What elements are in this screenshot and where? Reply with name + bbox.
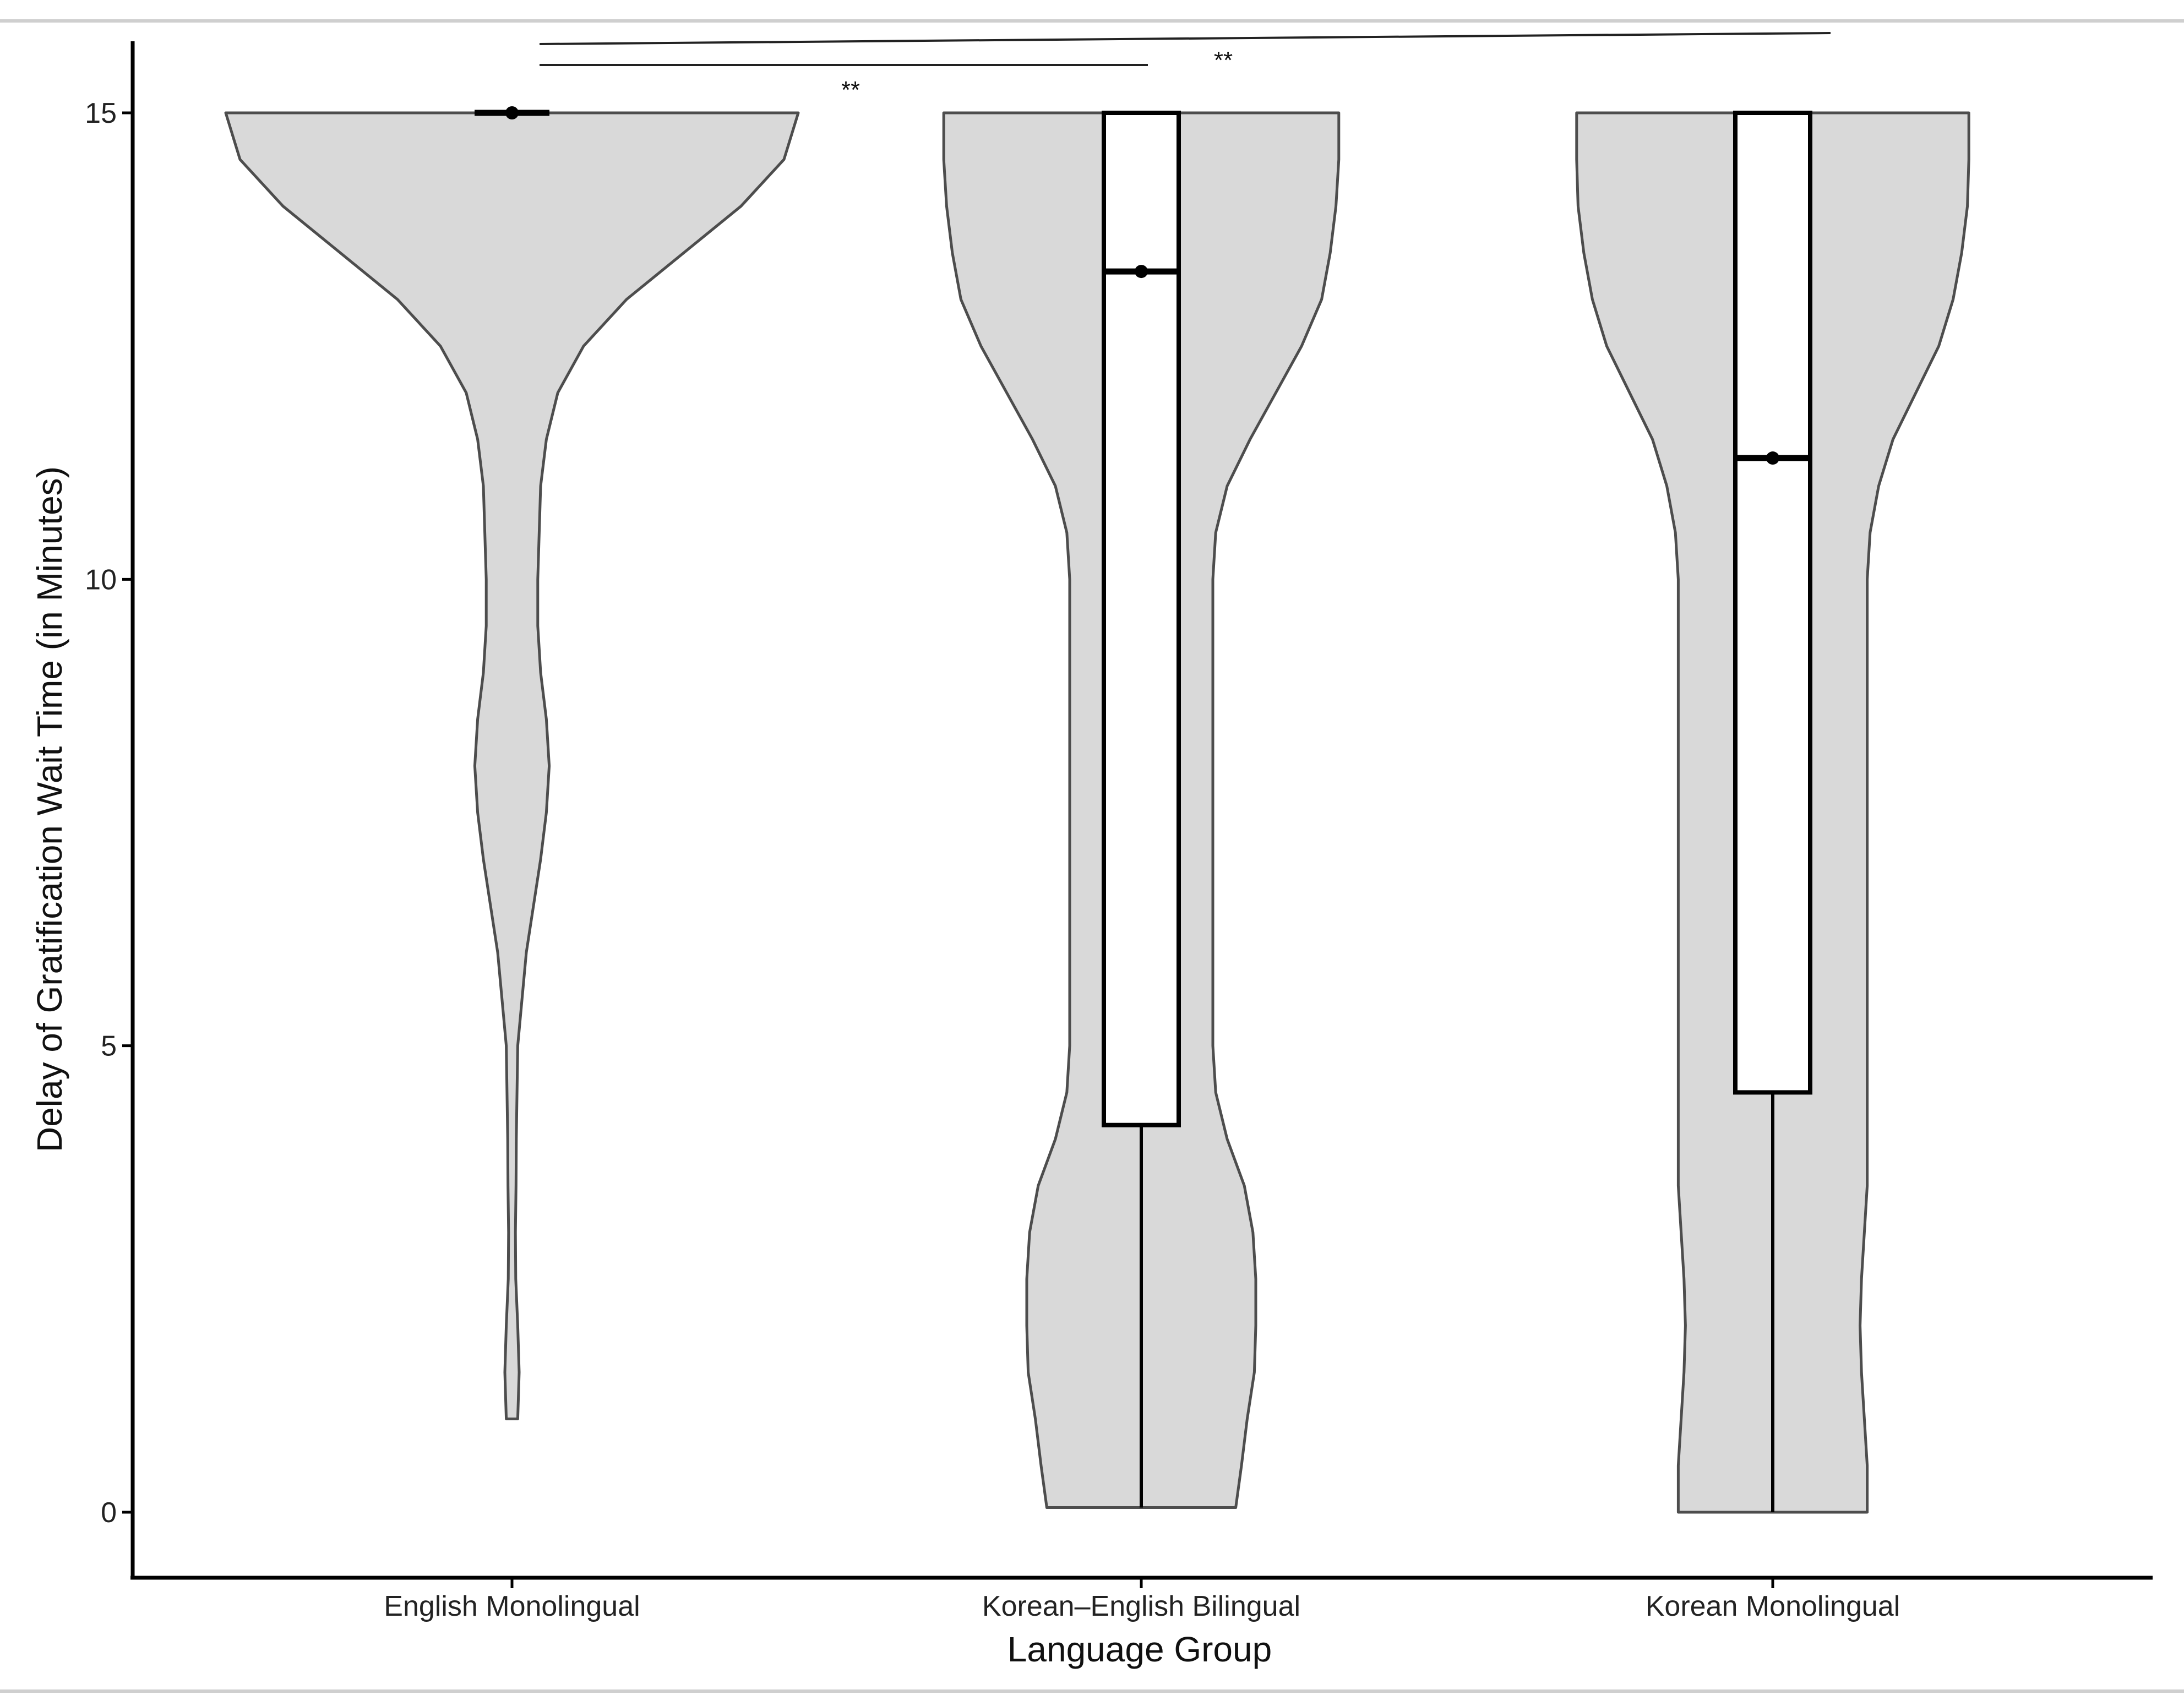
x-tick-label-0: English Monolingual [384,1590,640,1622]
y-axis-title: Delay of Gratification Wait Time (in Min… [30,466,69,1152]
significance-brackets: ** ** [539,32,1831,103]
box-korean-monolingual [1733,111,1812,1095]
median-point-korean-monolingual [1766,451,1779,465]
y-tick-label-15: 15 [85,97,117,129]
x-axis-title: Language Group [1007,1629,1272,1669]
violin-english-monolingual [224,111,800,1420]
median-point-korean-english-bilingual [1135,265,1148,279]
median-point-english-monolingual [505,106,519,119]
y-tick-label-0: 0 [101,1497,117,1529]
x-tick-label-1: Korean–English Bilingual [982,1590,1300,1622]
significance-label-0: ** [841,77,860,103]
y-tick-label-10: 10 [85,564,117,596]
x-tick-label-2: Korean Monolingual [1646,1590,1900,1622]
plot-area [224,106,1970,1514]
significance-line-1 [539,32,1831,45]
y-axis-ticks: 0 5 10 15 [85,97,133,1529]
box-korean-english-bilingual [1102,111,1181,1127]
x-axis-ticks: English Monolingual Korean–English Biling… [384,1578,1900,1622]
significance-label-1: ** [1214,47,1233,74]
y-tick-label-5: 5 [101,1031,117,1062]
